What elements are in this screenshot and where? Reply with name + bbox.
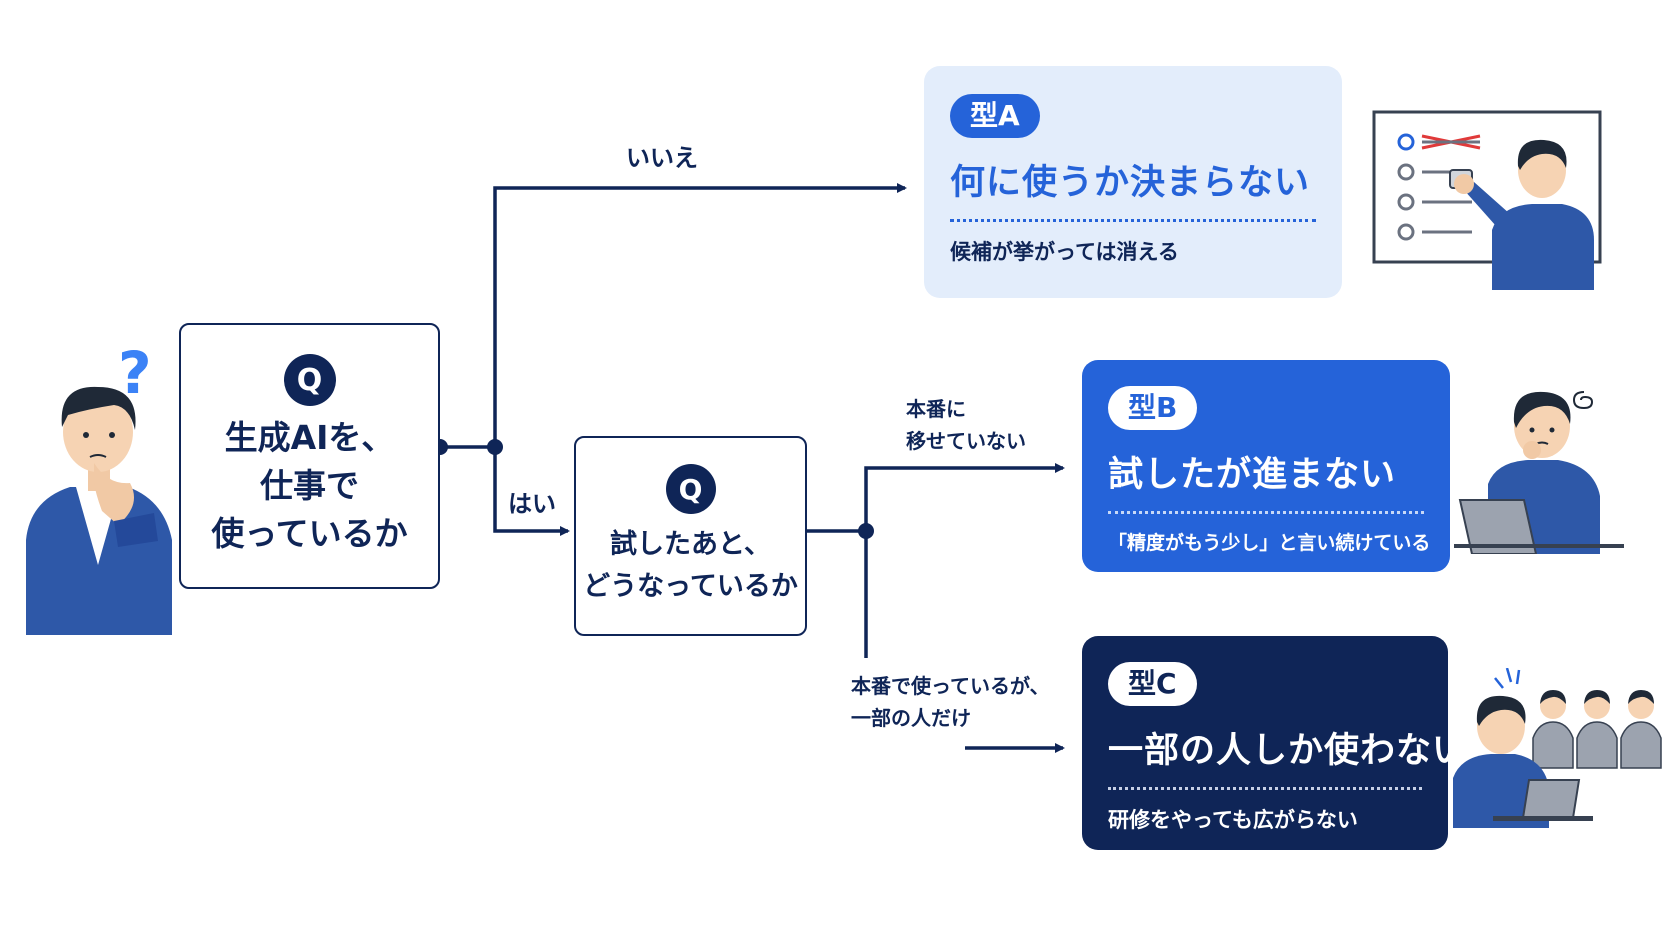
- question-box-after-trial: Q 試したあと、 どうなっているか: [574, 436, 807, 636]
- type-subtitle: 候補が挙がっては消える: [950, 240, 1179, 264]
- arrow-yes: [493, 447, 570, 536]
- type-badge: 型B: [1108, 386, 1198, 430]
- question-text: 試したあと、 どうなっているか: [583, 529, 798, 602]
- type-card-b: 型B 試したが進まない 「精度がもう少し」と言い続けている: [1082, 360, 1450, 572]
- branch-label-yes: はい: [508, 490, 556, 518]
- question-badge: Q: [665, 464, 716, 514]
- branch-label-no: いいえ: [626, 144, 698, 172]
- branch-label-partial-use: 本番で使っているが、 一部の人だけ: [851, 674, 1050, 730]
- branch-label-not-in-production: 本番に 移せていない: [906, 397, 1026, 453]
- type-card-a: 型A 何に使うか決まらない 候補が挙がっては消える: [924, 66, 1342, 298]
- type-card-c: 型C 一部の人しか使わない 研修をやっても広がらない: [1082, 636, 1469, 850]
- question-badge: Q: [283, 354, 336, 406]
- person-question-icon: ?: [18, 335, 178, 635]
- type-badge: 型C: [1108, 662, 1197, 706]
- type-subtitle: 「精度がもう少し」と言い続けている: [1108, 532, 1431, 554]
- type-title: 試したが進まない: [1108, 455, 1397, 495]
- group-watching-icon: [1453, 667, 1665, 828]
- question-box-uses-ai: Q 生成AIを、 仕事で 使っているか: [179, 323, 440, 589]
- whiteboard-person-icon: [1372, 110, 1602, 290]
- type-title: 一部の人しか使わない: [1108, 731, 1469, 771]
- type-title: 何に使うか決まらない: [950, 163, 1311, 203]
- question-text: 生成AIを、 仕事で 使っているか: [211, 418, 408, 553]
- junction-dot: [858, 523, 874, 539]
- junction-dot: [487, 439, 503, 455]
- arrow-no: [493, 183, 907, 447]
- type-divider: [950, 219, 1316, 222]
- type-badge: 型A: [950, 94, 1040, 138]
- type-divider: [1108, 787, 1422, 790]
- type-subtitle: 研修をやっても広がらない: [1108, 808, 1358, 832]
- type-divider: [1108, 511, 1424, 514]
- arrow-type-b: [864, 463, 1065, 658]
- confused-laptop-person-icon: [1454, 384, 1624, 555]
